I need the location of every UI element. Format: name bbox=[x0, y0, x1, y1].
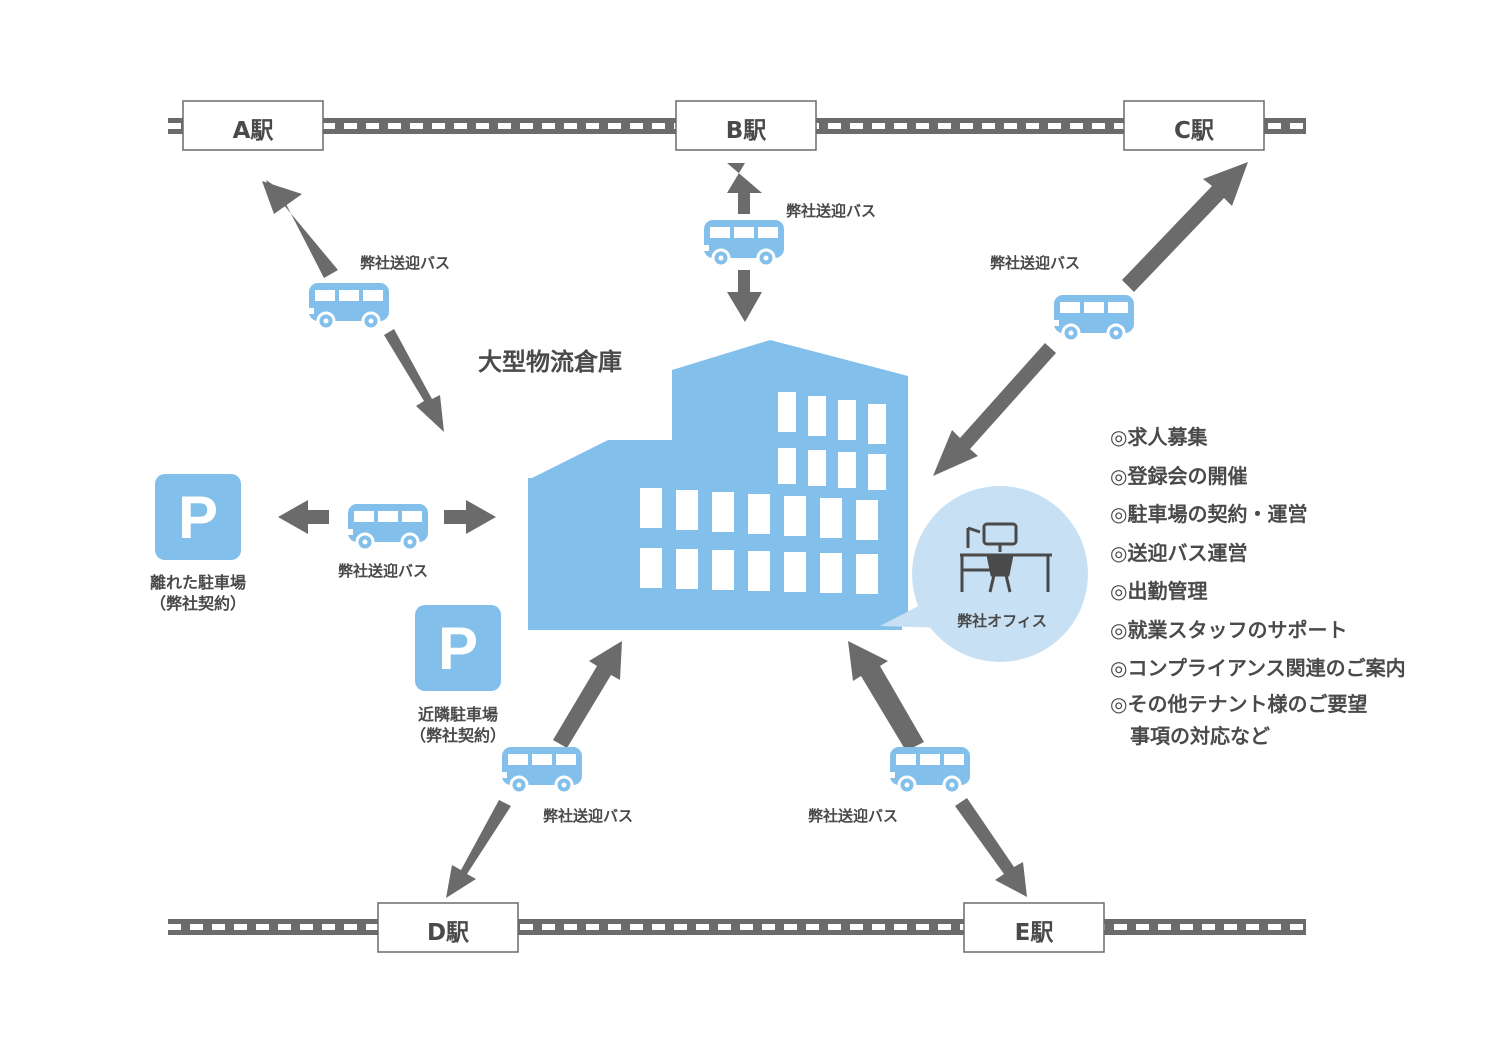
bus-icon-c bbox=[1052, 293, 1136, 343]
arrow-c-to-warehouse bbox=[933, 343, 1056, 476]
svg-text:P: P bbox=[438, 615, 478, 682]
station-a-label: A駅 bbox=[232, 118, 274, 144]
warehouse-building-icon bbox=[528, 340, 908, 630]
office-label: 弊社オフィス bbox=[957, 612, 1047, 630]
station-e-box bbox=[963, 902, 1105, 953]
office-bubble bbox=[880, 486, 1088, 662]
station-b-box bbox=[675, 100, 817, 151]
remote-parking-label-line1: 離れた駐車場 bbox=[149, 573, 246, 592]
service-item: ◎送迎バス運営 bbox=[1110, 540, 1248, 565]
arrow-to-station-a bbox=[266, 180, 338, 278]
station-c-box bbox=[1123, 100, 1265, 151]
nearby-parking-icon bbox=[415, 605, 501, 691]
arrow-to-remote-parking bbox=[278, 500, 329, 534]
remote-parking-label: 離れた駐車場 （弊社契約） bbox=[128, 572, 268, 614]
service-item: ◎その他テナント様のご要望 bbox=[1110, 691, 1368, 716]
bus-label-b: 弊社送迎バス bbox=[786, 202, 877, 220]
nearby-parking-label-line2: （弊社契約） bbox=[409, 726, 506, 745]
service-item: ◎登録会の開催 bbox=[1110, 463, 1248, 488]
station-d-label: D駅 bbox=[426, 920, 470, 946]
arrow-to-station-a-head bbox=[262, 181, 302, 214]
bus-label-a: 弊社送迎バス bbox=[360, 254, 451, 272]
bus-icon-d bbox=[500, 745, 584, 795]
service-item: ◎出勤管理 bbox=[1110, 579, 1208, 603]
arrow-d-to-warehouse bbox=[553, 641, 622, 748]
office-desk-icon bbox=[960, 522, 1052, 593]
services-list: ◎求人募集 ◎登録会の開催 ◎駐車場の契約・運営 ◎送迎バス運営 ◎出勤管理 ◎… bbox=[1110, 418, 1406, 752]
arrow-to-station-b bbox=[727, 163, 762, 214]
station-e-label: E駅 bbox=[1014, 920, 1054, 946]
station-a-box bbox=[182, 100, 324, 151]
railway-bottom bbox=[168, 919, 1306, 935]
remote-parking-label-line2: （弊社契約） bbox=[149, 594, 246, 613]
station-c-label: C駅 bbox=[1174, 118, 1214, 144]
station-d-box bbox=[377, 902, 519, 953]
arrow-b-to-warehouse bbox=[727, 270, 762, 322]
bus-icon-a bbox=[307, 281, 391, 331]
bus-icon-e bbox=[888, 745, 972, 795]
nearby-parking-label: 近隣駐車場 （弊社契約） bbox=[390, 704, 526, 746]
service-item: ◎求人募集 bbox=[1110, 425, 1208, 449]
station-b-label: B駅 bbox=[725, 118, 767, 144]
service-item: ◎駐車場の契約・運営 bbox=[1110, 502, 1308, 526]
bus-icon-b bbox=[702, 218, 786, 268]
nearby-parking-label-line1: 近隣駐車場 bbox=[417, 705, 498, 724]
bus-label-parking: 弊社送迎バス bbox=[338, 562, 429, 580]
remote-parking-icon bbox=[155, 474, 241, 560]
warehouse-title: 大型物流倉庫 bbox=[478, 348, 622, 376]
service-item: ◎コンプライアンス関連のご案内 bbox=[1110, 656, 1406, 680]
bus-label-d: 弊社送迎バス bbox=[543, 807, 634, 825]
service-item: 事項の対応など bbox=[1110, 723, 1270, 748]
svg-text:P: P bbox=[178, 484, 218, 551]
arrow-to-station-c bbox=[1122, 162, 1248, 292]
arrow-a-to-warehouse bbox=[384, 329, 444, 432]
bus-icon-parking bbox=[346, 502, 430, 552]
arrow-to-warehouse-from-parking bbox=[444, 500, 496, 534]
arrow-to-station-e bbox=[955, 798, 1027, 897]
bus-label-e: 弊社送迎バス bbox=[808, 807, 899, 825]
arrow-e-to-warehouse bbox=[848, 641, 924, 751]
bus-label-c: 弊社送迎バス bbox=[990, 254, 1081, 272]
service-item: ◎就業スタッフのサポート bbox=[1110, 617, 1348, 642]
arrow-to-station-d bbox=[446, 800, 511, 898]
